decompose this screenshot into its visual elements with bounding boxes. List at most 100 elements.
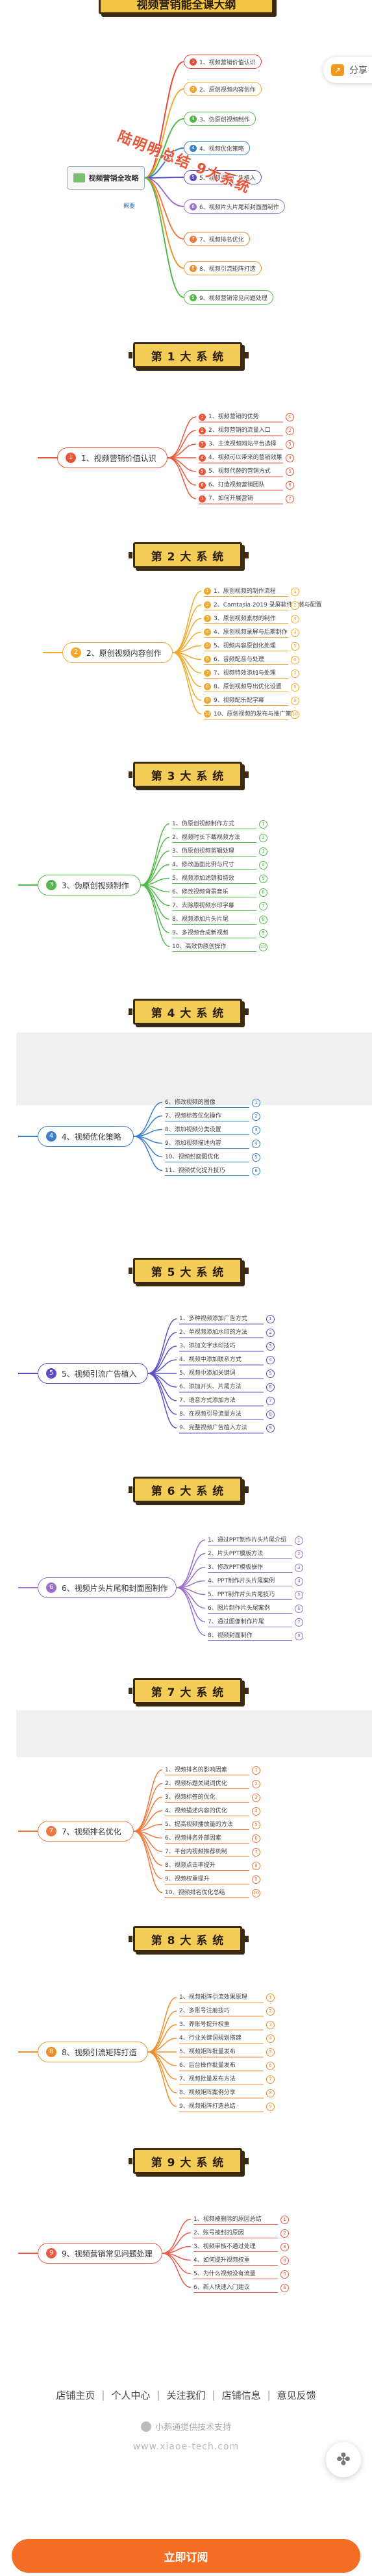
section-leaf-label: 3、养账号提升权重: [179, 2021, 230, 2028]
section-leaf: 7、通过图像制作片尾: [208, 1618, 264, 1627]
section-leaf-label: 4、如何提升视频权重: [193, 2257, 250, 2264]
section-leaf-label: 7、视频特效添加与处理: [214, 669, 276, 677]
section-leaf: 7、视频标签优化操作: [165, 1112, 221, 1121]
branch-number-badge: 6: [190, 203, 197, 210]
leaf-end-badge: 2: [286, 427, 294, 435]
section-leaf-label: 2、单视频添加水印的方法: [179, 1329, 247, 1336]
section-leaf-label: 6、图片制作片头尾案例: [208, 1605, 270, 1612]
section-leaf-label: 4、视频可以带来的营销效果: [208, 455, 282, 461]
footer-link[interactable]: 个人中心: [111, 2389, 151, 2401]
section-leaf: 1、视频排名的影响因素: [165, 1766, 227, 1775]
section-banner: 第 4 大 系 统: [129, 999, 249, 1025]
leaf-end-badge: 3: [286, 440, 294, 449]
section-root-label: 1、视频营销价值认识: [81, 453, 156, 463]
section-leaf-label: 7、去除原视频水印字幕: [172, 902, 234, 909]
section-leaf-label: 10、原创视频的发布与推广策略: [214, 710, 297, 718]
section-leaf-label: 5、提高视频播放量的方法: [165, 1821, 233, 1828]
placeholder-panel: [16, 1710, 372, 1757]
section-leaf: 9、完整视频广告植入方法: [179, 1423, 247, 1432]
section-leaf: 10、视频封面图优化: [165, 1153, 219, 1162]
section-root-label: 2、原创视频内容创作: [86, 648, 162, 658]
leaf-end-badge: 3: [259, 847, 267, 856]
section-leaf: 8、视频封面制作: [208, 1631, 253, 1640]
subscribe-button[interactable]: 立即订阅: [12, 2539, 360, 2573]
leaf-end-badge: 5: [280, 2270, 289, 2279]
section-leaf: 9、视频矩阵打造总结: [179, 2102, 236, 2111]
footer-link[interactable]: 店铺主页: [56, 2389, 95, 2401]
leaf-end-badge: 4: [252, 1139, 260, 1148]
footer-link[interactable]: 关注我们: [166, 2389, 206, 2401]
branch-number-badge: 1: [190, 58, 197, 66]
leaf-end-badge: 4: [286, 454, 294, 462]
section-leaf: 1、伪原创视频制作方式: [172, 819, 234, 829]
leaf-end-badge: 8: [266, 1410, 275, 1419]
section-connectors: [18, 2218, 278, 2293]
section-leaf-label: 1、视频排名的影响因素: [165, 1766, 227, 1773]
section-leaf: 3、修改PPT模板操作: [208, 1563, 263, 1572]
section-leaf: 6、图片制作片头尾案例: [208, 1604, 270, 1613]
leaf-number-badge: 6: [199, 481, 206, 489]
leaf-end-badge: 7: [291, 669, 299, 678]
root-number-badge: 7: [46, 1826, 56, 1836]
section-leaf: 4、视频中添加联系方式: [179, 1355, 242, 1364]
section-leaf: 1、视频被删除的原因总结: [193, 2215, 262, 2224]
footer-link[interactable]: 店铺信息: [221, 2389, 261, 2401]
section-leaf-label: 11、视频优化提升技巧: [165, 1167, 225, 1174]
section-leaf-label: 5、视频矩阵批量发布: [179, 2049, 236, 2055]
section-leaf-label: 9、视频矩阵打造总结: [179, 2103, 236, 2110]
root-number-badge: 3: [46, 880, 56, 890]
floating-menu-button[interactable]: ✤: [326, 2442, 361, 2477]
branch-number-badge: 3: [190, 115, 197, 123]
section-leaf-label: 5、PPT制作片头片尾技巧: [208, 1591, 275, 1598]
leaf-number-badge: 1: [199, 413, 206, 421]
section-root-label: 6、视频片头片尾和封面图制作: [62, 1583, 168, 1593]
section-leaf-label: 5、为什么视频没有流量: [193, 2270, 256, 2277]
section-leaf: 1、通过PPT制作片头片尾介绍: [208, 1536, 286, 1545]
leaf-end-badge: 1: [295, 1536, 303, 1545]
leaf-number-badge: 6: [204, 656, 211, 663]
section-leaf-label: 2、Camtasia 2019 录屏软件安装与配置: [214, 601, 322, 608]
section-banner: 第 8 大 系 统: [129, 1926, 249, 1952]
leaf-number-badge: 4: [199, 454, 206, 462]
section-leaf-label: 10、视频封面图优化: [165, 1153, 219, 1160]
leaf-end-badge: 9: [291, 696, 299, 705]
leaf-number-badge: 10: [204, 710, 211, 718]
section-leaf-label: 3、视频审核不通过处理: [193, 2243, 256, 2250]
section-root-label: 7、视频排名优化: [62, 1827, 121, 1836]
section-leaf: 8、视频添加片头片尾: [172, 915, 229, 924]
leaf-end-badge: 5: [266, 2048, 275, 2057]
section-leaf: 8、添加视频分类设置: [165, 1125, 221, 1134]
footer-link[interactable]: 意见反馈: [277, 2389, 316, 2401]
section-leaf-label: 4、行业关键词规划搭建: [179, 2035, 242, 2042]
leaf-number-badge: 4: [204, 629, 211, 636]
share-label: 分享: [349, 66, 367, 76]
section-leaf-label: 4、视频描述内容的优化: [165, 1807, 227, 1814]
section-leaf: 4、修改画面比例与尺寸: [172, 860, 234, 869]
leaf-end-badge: 5: [259, 874, 267, 883]
section-banner: 第 9 大 系 统: [129, 2148, 249, 2174]
section-leaf-label: 7、平台内视频推荐机制: [165, 1848, 227, 1855]
leaf-end-badge: 7: [259, 901, 267, 910]
leaf-number-badge: 8: [204, 683, 211, 690]
share-button[interactable]: ↗ 分享: [323, 57, 372, 83]
section-leaf: 7、平台内视频推荐机制: [165, 1847, 227, 1857]
section-leaf-label: 1、视频矩阵引流效果原理: [179, 1994, 247, 2001]
overview-branch-label: 1、视频营销价值认识: [199, 59, 256, 66]
section-leaf: 11、视频优化提升技巧: [165, 1166, 225, 1175]
section-leaf: 1、多种视频添加广告方式: [179, 1314, 247, 1323]
leaf-end-badge: 6: [259, 888, 267, 897]
